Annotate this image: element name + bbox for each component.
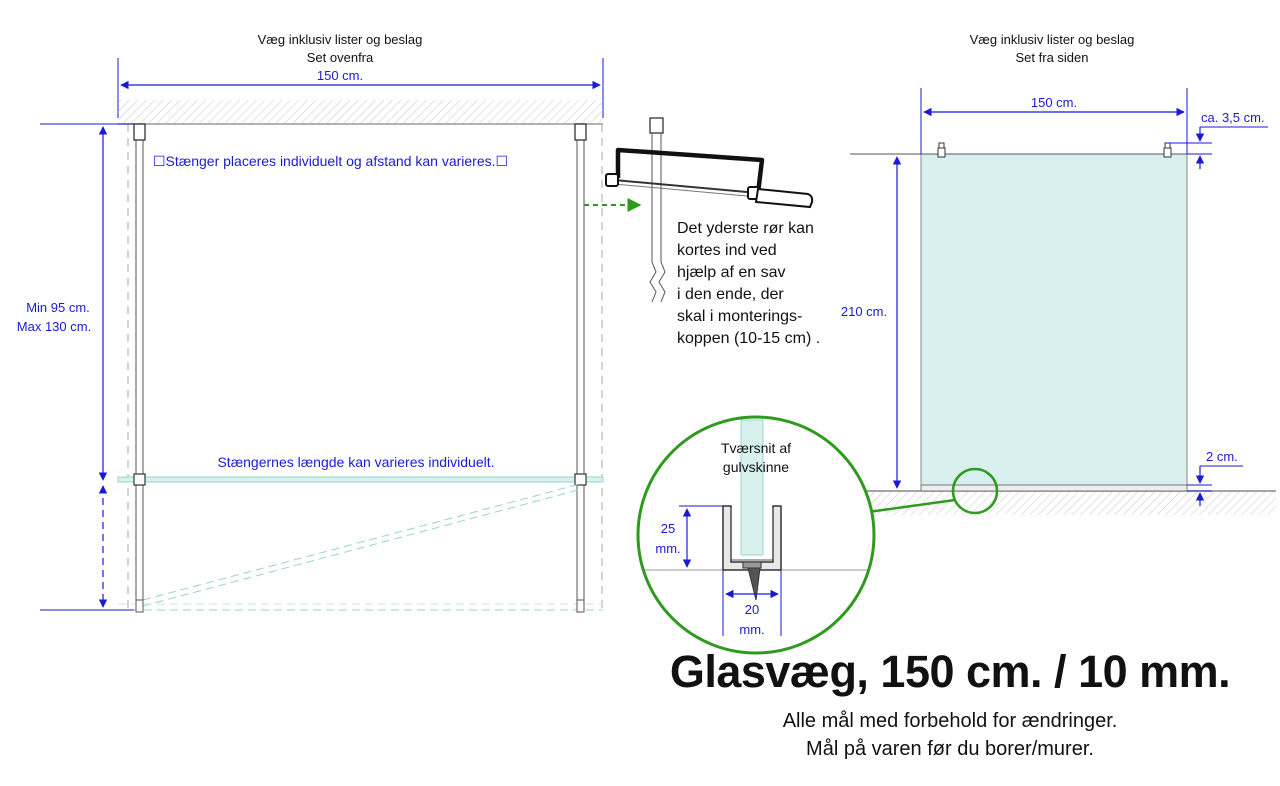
top-width-label: 150 cm. <box>317 68 363 83</box>
note-line-4: i den ende, der <box>677 286 784 303</box>
cross-section-detail: Tværsnit af gulvskinne 25 mm. 20 mm. <box>636 415 876 655</box>
glass-panel-top-view <box>117 476 604 483</box>
rail-height-unit: mm. <box>655 541 680 556</box>
glass-in-rail <box>740 419 764 556</box>
magnifier-circle <box>636 415 876 655</box>
saw-icon <box>605 147 814 209</box>
note-line-6: koppen (10-15 cm) . <box>677 330 820 347</box>
disclaimer-line-1: Alle mål med forbehold for ændringer. <box>782 710 1118 732</box>
glass-pane-side-view <box>920 153 1188 486</box>
disclaimer-line-2: Mål på varen før du borer/murer. <box>806 738 1094 760</box>
rail-highlight-circle <box>951 467 999 515</box>
top-view-caption-line1: Væg inklusiv lister og beslag <box>258 32 423 47</box>
side-view-caption-line1: Væg inklusiv lister og beslag <box>970 32 1135 47</box>
right-rod-wall-mount <box>574 123 587 141</box>
rod-placement-note: ☐Stænger placeres individuelt og afstand… <box>153 153 508 169</box>
rod-shortening-note: Det yderste rør kan kortes ind ved hjælp… <box>677 220 820 347</box>
left-rod-wall-mount <box>133 123 146 141</box>
cross-section-title-line1: Tværsnit af <box>721 440 791 456</box>
rod-detail-drawing: Det yderste rør kan kortes ind ved hjælp… <box>584 117 820 347</box>
bottom-gap-label: 2 cm. <box>1206 449 1238 464</box>
rod-length-note: Stængernes længde kan varieres individue… <box>217 454 494 470</box>
height-min-label: Min 95 cm. <box>26 300 90 315</box>
rail-width-value: 20 <box>745 602 759 617</box>
note-line-2: kortes ind ved <box>677 242 777 259</box>
rod-detail-cut-left <box>649 133 657 303</box>
note-line-1: Det yderste rør kan <box>677 220 814 237</box>
note-line-3: hjælp af en sav <box>677 264 786 281</box>
side-width-label: 150 cm. <box>1031 95 1077 110</box>
right-rod <box>576 139 585 611</box>
side-view-drawing: Væg inklusiv lister og beslag Set fra si… <box>841 32 1276 515</box>
cross-section-title-line2: gulvskinne <box>723 459 789 475</box>
height-max-label: Max 130 cm. <box>17 319 91 334</box>
rail-height-value: 25 <box>661 521 675 536</box>
page-title: Glasvæg, 150 cm. / 10 mm. <box>669 646 1231 697</box>
top-gap-label: ca. 3,5 cm. <box>1201 110 1265 125</box>
floor-rail <box>920 484 1188 492</box>
top-view-caption-line2: Set ovenfra <box>307 50 374 65</box>
rail-width-unit: mm. <box>739 622 764 637</box>
side-height-label: 210 cm. <box>841 304 887 319</box>
note-line-5: skal i monterings- <box>677 308 802 325</box>
rod-detail-cap <box>649 117 664 134</box>
side-view-caption-line2: Set fra siden <box>1016 50 1089 65</box>
top-wall-hatch <box>118 100 603 124</box>
top-view-drawing: Væg inklusiv lister og beslag Set ovenfr… <box>17 32 604 613</box>
left-rod <box>135 139 144 611</box>
